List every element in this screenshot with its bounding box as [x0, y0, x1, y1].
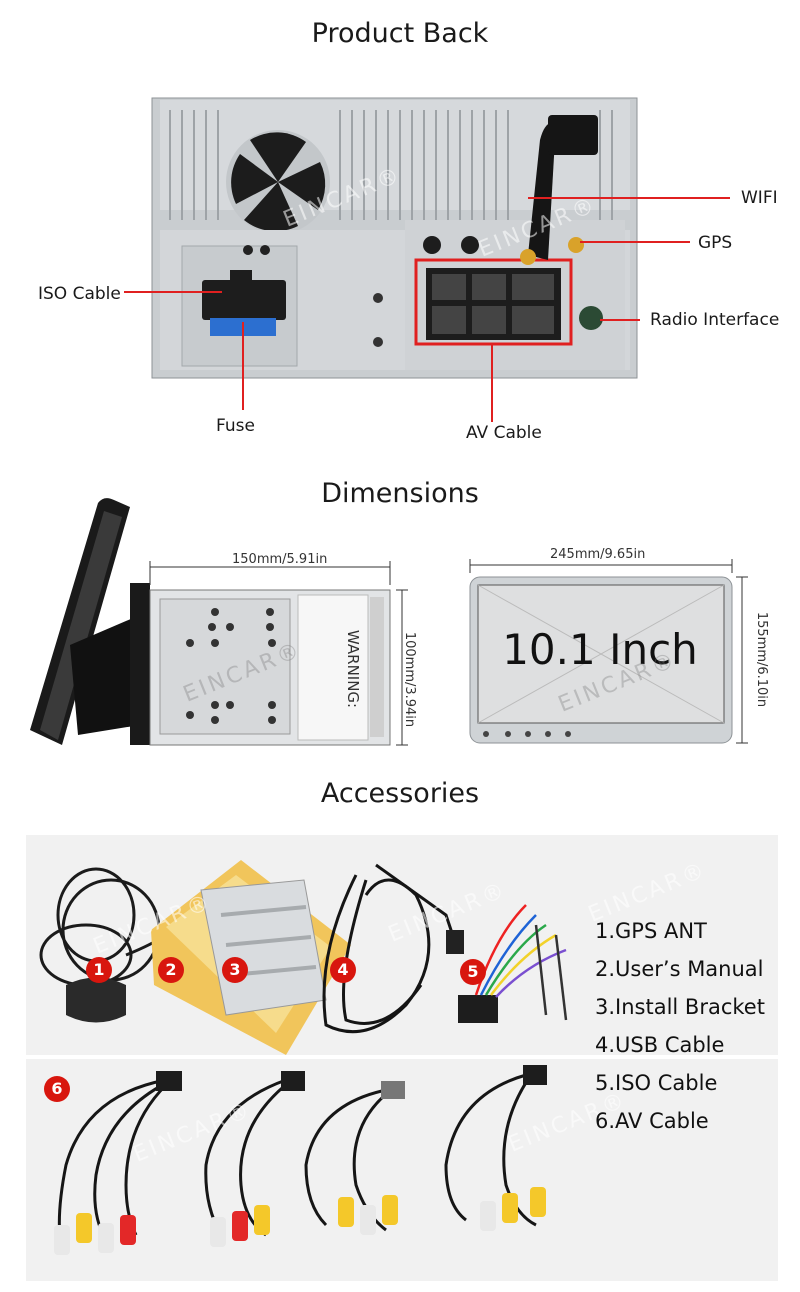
accessory-item: 5.ISO Cable: [595, 1071, 718, 1095]
front-width-label: 245mm/9.65in: [550, 547, 646, 562]
callout-radio-interface: Radio Interface: [650, 310, 780, 330]
accessories-title: Accessories: [320, 778, 480, 809]
callout-fuse: Fuse: [216, 416, 255, 436]
side-width-label: 150mm/5.91in: [232, 552, 328, 567]
warning-label: WARNING:: [344, 629, 363, 709]
badge-3: 3: [222, 957, 248, 983]
front-height-label: 155mm/6.10in: [754, 611, 770, 708]
badge-4: 4: [330, 957, 356, 983]
accessory-item: 4.USB Cable: [595, 1033, 725, 1057]
dimensions-title: Dimensions: [321, 478, 479, 509]
callout-av-cable: AV Cable: [466, 423, 542, 443]
accessory-item: 2.User’s Manual: [595, 957, 764, 981]
dimensions-illustration: [30, 498, 748, 746]
accessory-item: 6.AV Cable: [595, 1109, 709, 1133]
product-back-title: Product Back: [311, 18, 489, 49]
product-back-illustration: [124, 97, 730, 422]
badge-2: 2: [158, 957, 184, 983]
accessories-list: 1.GPS ANT 2.User’s Manual 3.Install Brac…: [595, 912, 765, 1140]
screen-size-label: 10.1 Inch: [502, 625, 698, 674]
callout-wifi: WIFI: [741, 188, 778, 208]
accessories-illustration: [26, 860, 778, 1255]
accessory-item: 3.Install Bracket: [595, 995, 765, 1019]
accessory-item: 1.GPS ANT: [595, 919, 707, 943]
badge-1: 1: [86, 957, 112, 983]
callout-gps: GPS: [698, 233, 733, 253]
side-height-label: 100mm/3.94in: [402, 631, 418, 728]
badge-6: 6: [44, 1076, 70, 1102]
callout-iso-cable: ISO Cable: [38, 284, 121, 304]
badge-5: 5: [460, 959, 486, 985]
